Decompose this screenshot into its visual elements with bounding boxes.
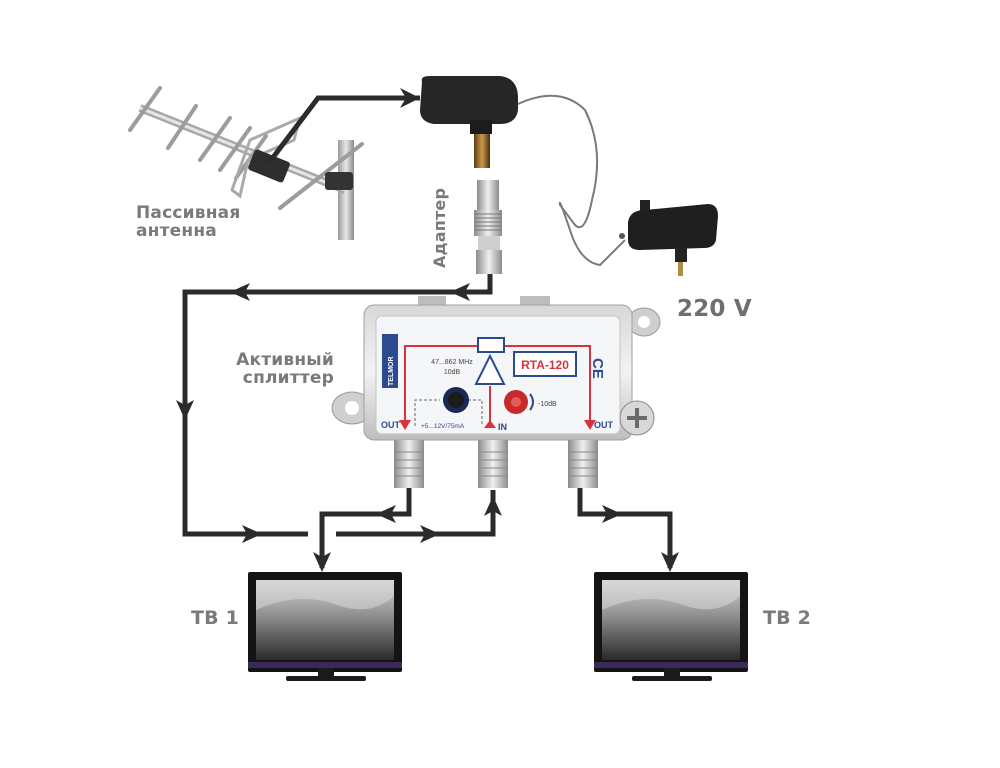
arrow-icon: [376, 505, 396, 523]
ce-mark: CE: [589, 358, 606, 379]
arrow-icon: [230, 283, 250, 301]
attenuator-label: -10dB: [538, 401, 557, 408]
splitter-label-line1: Активный: [236, 350, 334, 370]
arrow-icon: [484, 496, 502, 516]
freq-label: 47...862 MHz: [431, 359, 473, 366]
splitter-device: TELMOR RTA-120 CE 47...862 MHz 10dB -10d…: [331, 296, 661, 488]
tv1-label: ТВ 1: [191, 607, 240, 629]
arrow-icon: [661, 552, 679, 572]
out-left-label: OUT: [381, 420, 401, 430]
tv1-icon: [248, 572, 402, 681]
antenna-label-line2: антенна: [136, 220, 217, 241]
antenna-label: Пассивная антенна: [136, 203, 241, 241]
splitter-label: Активный сплиттер: [216, 350, 334, 388]
adapter-icon: [474, 180, 502, 274]
in-label: IN: [498, 422, 507, 432]
gain-label: 10dB: [444, 369, 461, 376]
arrow-icon: [176, 400, 194, 420]
arrow-icon: [400, 88, 420, 108]
wire-outleft-to-tv1: [319, 488, 412, 568]
arrow-icon: [602, 505, 622, 523]
power-spec-label: +5...12V/75mA: [421, 423, 465, 430]
wire-adapter-to-loop: [182, 274, 493, 537]
antenna-icon: [128, 86, 364, 240]
power-cable: [517, 94, 626, 267]
brand-text: TELMOR: [388, 356, 395, 386]
tv2-label: ТВ 2: [763, 607, 812, 629]
arrow-icon: [450, 283, 470, 301]
power-supply-icon: [619, 200, 718, 276]
antenna-label-line1: Пассивная: [136, 203, 241, 223]
tv2-icon: [594, 572, 748, 681]
arrow-icon: [242, 525, 262, 543]
model-label: RTA-120: [521, 358, 569, 372]
arrow-icon: [313, 552, 331, 572]
arrow-icon: [420, 525, 440, 543]
power-label: 220 V: [677, 296, 752, 322]
out-right-label: OUT: [594, 420, 614, 430]
splitter-label-line2: сплиттер: [242, 367, 334, 388]
adapter-label: Адаптер: [430, 187, 449, 268]
wire-antenna-to-plug: [266, 95, 420, 166]
wire-outright-to-tv2: [577, 488, 673, 568]
power-plug-icon: [420, 76, 518, 168]
brand-badge: [382, 334, 398, 388]
